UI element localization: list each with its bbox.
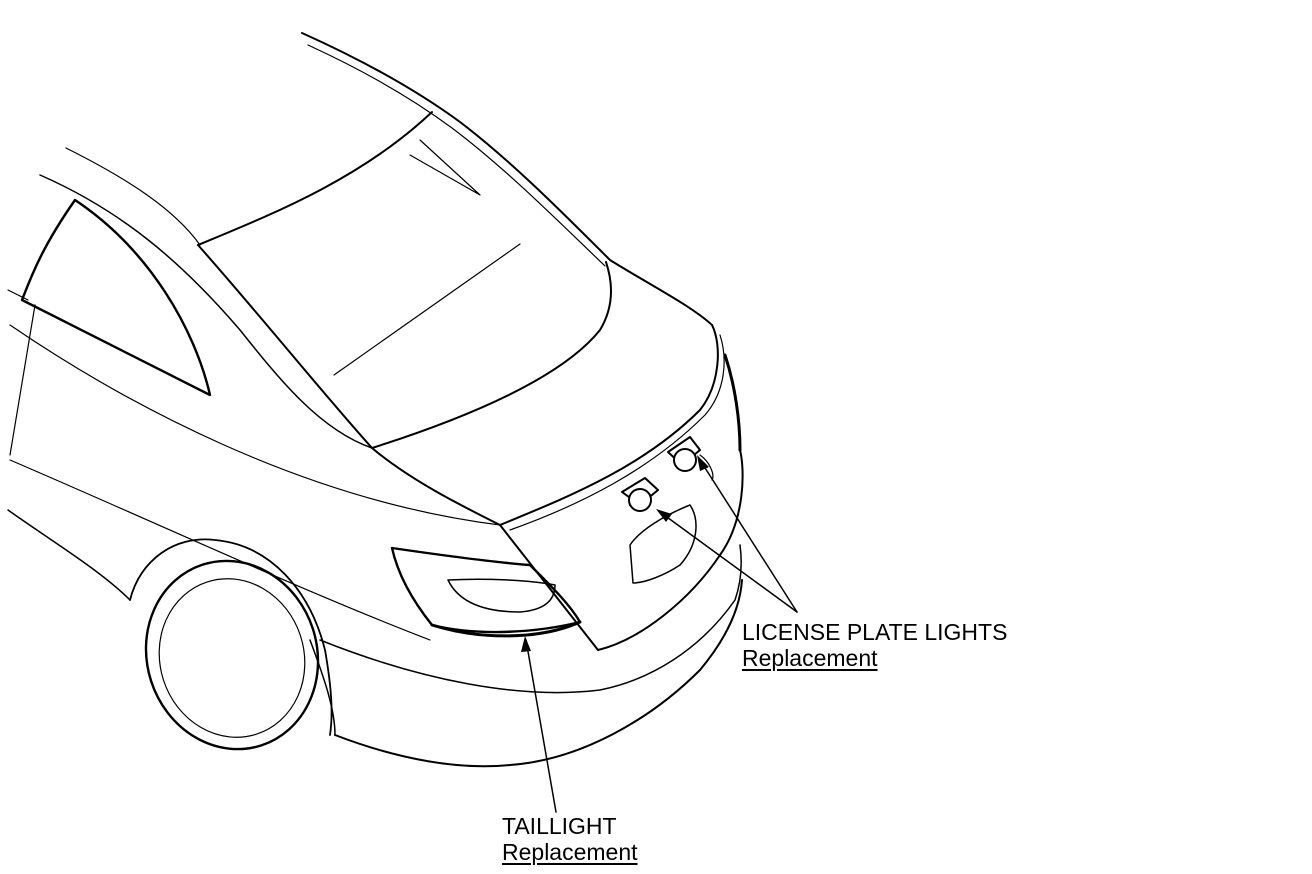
license-plate-recess	[629, 504, 697, 584]
license-plate-lights-callout: LICENSE PLATE LIGHTS Replacement	[742, 619, 1007, 671]
arrowhead-license-right	[697, 455, 709, 471]
trunk-lid-top	[371, 324, 719, 526]
c-pillar-outer	[39, 174, 373, 449]
arrowhead-license-left	[656, 509, 672, 522]
body-belt-line	[7, 289, 29, 301]
taillight-replacement-link[interactable]: Replacement	[502, 839, 638, 865]
wheel-arch-lower	[7, 509, 131, 601]
taillight-callout: TAILLIGHT Replacement	[502, 813, 638, 865]
body-side-line	[9, 304, 36, 456]
roof-outline	[301, 32, 713, 326]
rear-bumper-bottom	[334, 579, 743, 768]
body-crease	[9, 459, 431, 641]
leader-line-taillight	[525, 639, 557, 813]
rear-tire	[144, 559, 320, 751]
rear-window-side	[197, 244, 373, 449]
trunk-rear-face	[499, 449, 744, 651]
roof-inner-line	[307, 44, 606, 267]
rear-bumper-top	[319, 544, 742, 694]
rear-window-bottom	[371, 261, 612, 449]
taillight-title: TAILLIGHT	[502, 813, 617, 839]
leader-line-license-right	[699, 459, 798, 613]
taillight-inner	[447, 578, 556, 613]
side-window	[20, 198, 212, 397]
rear-window-glint	[409, 139, 481, 196]
license-plate-light-right	[667, 436, 701, 472]
taillight-base	[430, 620, 582, 638]
rear-wheel-rim	[158, 578, 306, 738]
leader-line-license-left	[659, 511, 798, 613]
rear-window-reflection	[333, 243, 521, 376]
body-side-top	[9, 324, 501, 526]
license-plate-lights-title: LICENSE PLATE LIGHTS	[742, 619, 1008, 645]
license-plate-lights-replacement-link[interactable]: Replacement	[742, 645, 878, 671]
rear-bumper-side	[309, 639, 336, 736]
c-pillar-top	[65, 147, 201, 246]
arrowhead-taillight	[521, 636, 531, 652]
trunk-lid-inner	[509, 334, 725, 531]
trunk-edge-right	[723, 353, 742, 452]
rear-window-top	[197, 111, 433, 246]
license-plate-light-left	[621, 477, 659, 512]
wheel-arch	[129, 538, 333, 736]
